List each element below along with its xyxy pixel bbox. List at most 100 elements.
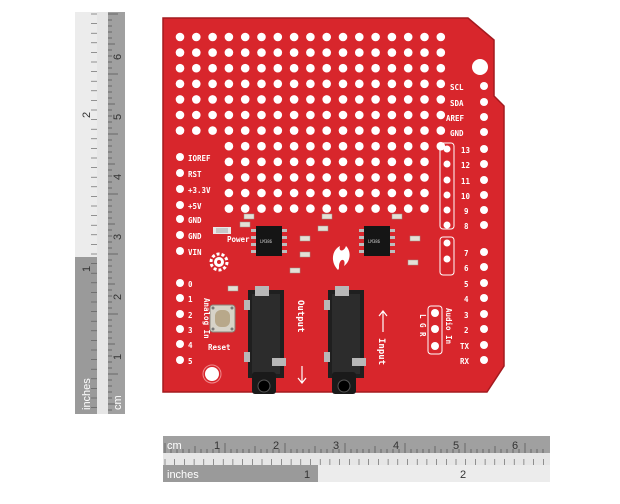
vertical-ruler-cm-tick-2: 2 xyxy=(112,294,124,300)
proto-pad xyxy=(403,110,413,120)
power-label: Power xyxy=(227,235,250,244)
proto-pad xyxy=(208,63,217,73)
proto-pad xyxy=(371,173,380,182)
vertical-ruler-cm-tick-6: 6 xyxy=(112,54,124,60)
header-pin xyxy=(176,215,184,223)
proto-pad xyxy=(240,173,250,182)
proto-pad xyxy=(273,32,283,42)
proto-pad xyxy=(273,157,283,167)
proto-pad xyxy=(224,110,234,120)
proto-pad xyxy=(289,48,299,57)
output-label: Output xyxy=(295,300,305,333)
reset-label: Reset xyxy=(208,343,231,352)
proto-pad xyxy=(420,173,429,182)
chip-leg xyxy=(390,243,395,246)
proto-pad xyxy=(224,95,234,104)
proto-pad xyxy=(387,188,397,198)
reset-button[interactable] xyxy=(209,304,236,333)
header-pin xyxy=(480,221,488,229)
proto-pad xyxy=(240,188,250,198)
digital-label-6: 6 xyxy=(464,264,469,273)
proto-pad xyxy=(322,48,332,57)
horizontal-ruler-inches-label: inches xyxy=(167,469,199,481)
proto-pad xyxy=(306,48,315,57)
pin-label-gnd-right: GND xyxy=(450,129,464,138)
proto-pad xyxy=(322,188,332,198)
horizontal-ruler-inch-light xyxy=(318,465,550,482)
digital-label-rx: RX xyxy=(460,357,470,366)
proto-pad xyxy=(355,32,364,42)
pin-label-ioref: IOREF xyxy=(188,154,211,163)
proto-pad xyxy=(371,157,380,167)
proto-pad xyxy=(355,95,364,104)
proto-pad xyxy=(306,126,315,135)
jack-terminal xyxy=(324,352,330,362)
proto-pad xyxy=(208,126,217,135)
chip-leg xyxy=(251,250,256,253)
header-pin xyxy=(176,294,184,302)
proto-pad xyxy=(273,79,283,89)
proto-pad xyxy=(338,63,348,73)
header-pin xyxy=(480,310,488,318)
proto-pad xyxy=(257,141,266,151)
chip-leg xyxy=(251,236,256,239)
header-pin xyxy=(480,160,488,168)
pin-label-rst: RST xyxy=(188,170,202,179)
chip-leg xyxy=(282,243,287,246)
proto-pad xyxy=(403,188,413,198)
proto-pad xyxy=(192,32,201,42)
input-arrow-icon xyxy=(378,310,388,332)
chip-leg xyxy=(251,243,256,246)
chip-leg xyxy=(282,229,287,232)
header-pin xyxy=(480,113,488,121)
proto-pad xyxy=(338,79,348,89)
proto-pad xyxy=(371,48,380,57)
proto-pad xyxy=(257,173,266,182)
proto-pad xyxy=(403,79,413,89)
proto-pad xyxy=(355,63,364,73)
proto-pad xyxy=(355,79,364,89)
proto-pad xyxy=(289,79,299,89)
proto-pad xyxy=(403,63,413,73)
header-pin xyxy=(480,248,488,256)
proto-pad xyxy=(338,32,348,42)
vertical-ruler-inches-label: inches xyxy=(81,378,93,410)
proto-pad xyxy=(257,157,266,167)
header-pin xyxy=(176,169,184,177)
proto-pad xyxy=(371,63,380,73)
smd-passive xyxy=(299,235,311,242)
proto-pad xyxy=(387,63,397,73)
mounting-hole-bottom-left xyxy=(205,367,219,381)
mounting-hole-top-right xyxy=(472,59,488,75)
header-pin xyxy=(480,128,488,136)
proto-pad xyxy=(306,110,315,120)
proto-pad xyxy=(224,141,234,151)
pin-label-gnd-2: GND xyxy=(188,232,202,241)
amplifier-chip-right: LM386 xyxy=(359,226,395,256)
proto-pad xyxy=(240,95,250,104)
proto-pad xyxy=(403,95,413,104)
proto-pad xyxy=(322,126,332,135)
proto-pad xyxy=(289,157,299,167)
input-label: Input xyxy=(376,338,386,365)
analog-label-5: 5 xyxy=(188,357,193,366)
jack-terminal xyxy=(324,300,330,310)
analog-in-label: Analog In xyxy=(202,298,211,339)
header-pin xyxy=(480,294,488,302)
proto-pad xyxy=(436,126,446,135)
header-pin xyxy=(480,325,488,333)
proto-pad xyxy=(355,157,364,167)
vertical-ruler: 6 5 4 3 2 1 cm 2 1 inches xyxy=(75,12,125,414)
flame-shape xyxy=(332,246,350,270)
proto-pad xyxy=(387,126,397,135)
pin-label-aref: AREF xyxy=(446,114,465,123)
proto-pad xyxy=(420,32,429,42)
proto-pad xyxy=(387,79,397,89)
smd-passive xyxy=(391,213,403,220)
proto-pad xyxy=(289,110,299,120)
proto-pad xyxy=(387,95,397,104)
smd-passive xyxy=(289,267,301,274)
pin-label-3v3: +3.3V xyxy=(188,186,211,195)
header-pin xyxy=(443,160,451,168)
